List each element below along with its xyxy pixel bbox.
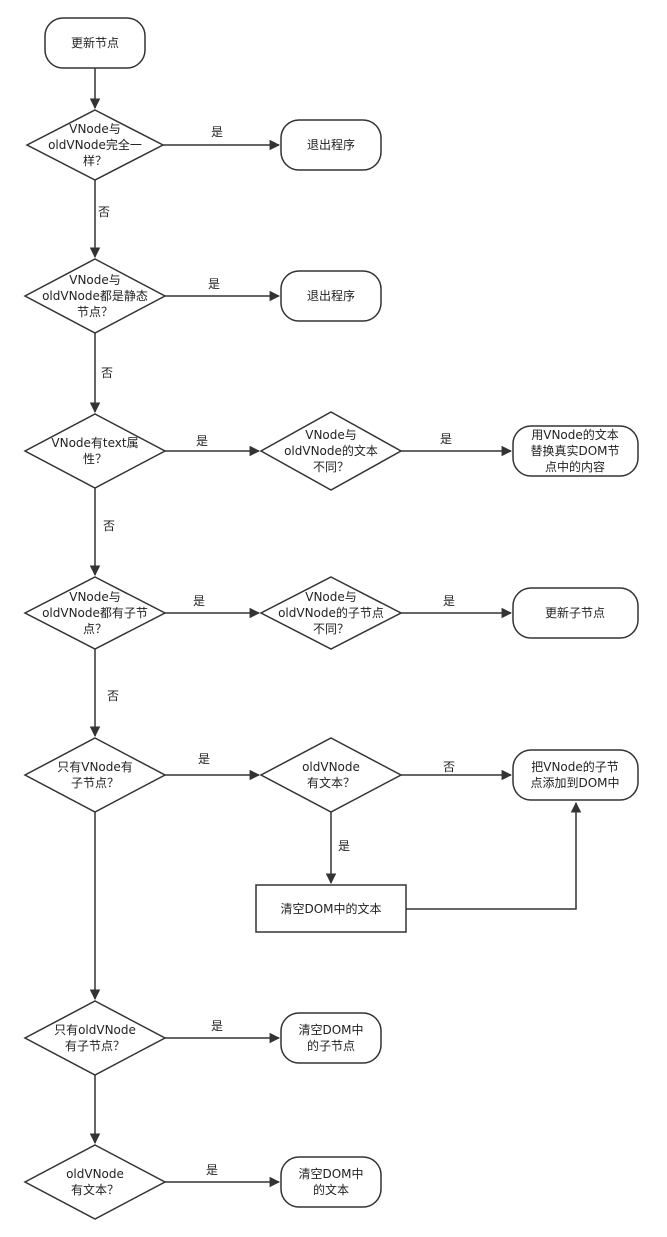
node-label: VNode与 oldVNode都有子节点？ [42, 590, 148, 636]
terminal-clear-text: 清空DOM中的文本 [280, 1156, 382, 1208]
terminal-add-children: 把VNode的子节点添加到DOM中 [512, 749, 639, 801]
edge-label-yes: 是 [443, 594, 455, 608]
edge-label-no: 否 [98, 205, 110, 219]
decision-has-text: VNode有text属性？ [23, 413, 167, 489]
node-label-line: 子节点？ [71, 776, 119, 790]
node-label: 退出程序 [307, 137, 355, 152]
edge-label-no: 否 [443, 760, 455, 774]
node-label: 把VNode的子节点添加到DOM中 [530, 759, 619, 790]
node-label-line: oldVNode都有子节 [42, 606, 148, 620]
node-label-line: 退出程序 [307, 137, 355, 152]
node-label: 只有oldVNode 有子节点？ [54, 1023, 136, 1053]
edges [89, 68, 582, 1188]
node-label-line: 退出程序 [307, 288, 355, 303]
node-label-line: 不同？ [313, 622, 349, 636]
node-label: 用VNode的文本替换真实DOM节点中的内容 [530, 427, 619, 474]
edge-label-yes: 是 [206, 1163, 218, 1177]
node-label-line: 样？ [83, 153, 107, 168]
node-label-line: 不同？ [313, 460, 349, 474]
node-label-line: oldVNode的子节点 [278, 605, 384, 620]
node-label: 清空DOM中的子节点 [298, 1022, 363, 1053]
edge-label-no: 否 [101, 366, 113, 380]
node-label-line: 有文本？ [71, 1182, 119, 1197]
node-label: 退出程序 [307, 288, 355, 303]
node-label-line: VNode与 [69, 590, 121, 604]
node-label-line: 把VNode的子节 [531, 759, 619, 774]
edge-label-yes: 是 [198, 752, 210, 766]
node-label-line: 点中的内容 [545, 459, 605, 474]
node-label-line: 更新子节点 [545, 605, 605, 620]
edge-label-yes: 是 [211, 1019, 223, 1033]
edge-label-yes: 是 [208, 277, 220, 291]
decision-both-children: VNode与 oldVNode都有子节点？ [23, 576, 167, 650]
node-label-line: 更新节点 [71, 35, 119, 50]
edge-label-yes: 是 [193, 594, 205, 608]
node-label-line: 有子节点？ [65, 1039, 125, 1053]
edge-label-yes: 是 [440, 432, 452, 446]
node-label-line: 的文本 [313, 1182, 349, 1197]
node-label-line: 点添加到DOM中 [530, 775, 619, 790]
node-label-line: 只有oldVNode [54, 1023, 136, 1037]
terminal-exit-2: 退出程序 [280, 270, 382, 322]
node-label-line: VNode与 [305, 590, 357, 604]
node-label-line: oldVNode [66, 1167, 124, 1181]
node-label-line: 的子节点 [307, 1038, 355, 1053]
node-label-line: 替换真实DOM节 [530, 443, 619, 458]
terminal-start: 更新节点 [44, 17, 146, 69]
node-label-line: oldVNode [302, 760, 360, 774]
node-label-line: VNode与 [69, 122, 121, 136]
edge-label-no: 否 [107, 689, 119, 703]
node-label: 清空DOM中的文本 [298, 1166, 363, 1197]
node-label-line: 清空DOM中 [298, 1022, 363, 1037]
node-label: 只有VNode有子节点？ [57, 760, 133, 790]
node-label-line: oldVNode完全一 [48, 137, 142, 152]
node-label-line: 清空DOM中 [298, 1166, 363, 1181]
node-label-line: oldVNode的文本 [284, 443, 378, 458]
node-label-line: 有文本？ [307, 775, 355, 790]
node-label-line: 清空DOM中的文本 [280, 901, 381, 916]
edge-p5-t5 [406, 801, 582, 910]
decision-static: VNode与 oldVNode都是静态节点？ [23, 258, 167, 334]
node-label: 更新节点 [71, 35, 119, 50]
node-label: VNode有text属性？ [51, 436, 138, 466]
node-label-line: oldVNode都是静态 [42, 289, 148, 303]
node-label-line: 只有VNode有 [57, 760, 133, 774]
terminal-replace-text: 用VNode的文本替换真实DOM节点中的内容 [512, 425, 639, 477]
node-label: 更新子节点 [545, 605, 605, 620]
edge-labels: 是 否 是 否 是 是 否 是 是 否 是 否 是 是 是 [98, 125, 455, 1177]
node-label-line: 用VNode的文本 [531, 427, 619, 442]
terminal-exit-1: 退出程序 [280, 119, 382, 171]
node-label-line: 性？ [83, 452, 107, 466]
node-label-line: 点？ [83, 622, 107, 636]
node-label-line: VNode与 [305, 428, 357, 442]
terminal-clear-children: 清空DOM中的子节点 [280, 1012, 382, 1064]
node-label: VNode与 oldVNode都是静态节点？ [42, 273, 148, 319]
node-label-line: 节点？ [77, 305, 113, 319]
terminal-update-children: 更新子节点 [512, 587, 639, 639]
decision-only-oldvnode-children: 只有oldVNode 有子节点？ [23, 1000, 167, 1076]
node-label: 清空DOM中的文本 [280, 901, 381, 916]
edge-label-no: 否 [103, 519, 115, 533]
node-label-line: VNode有text属 [51, 436, 138, 450]
decision-only-vnode-children: 只有VNode有子节点？ [23, 737, 167, 813]
edge-label-yes: 是 [338, 839, 350, 853]
process-clear-text: 清空DOM中的文本 [255, 884, 407, 933]
edge-label-yes: 是 [211, 125, 223, 139]
edge-label-yes: 是 [196, 434, 208, 448]
node-label-line: VNode与 [69, 273, 121, 287]
